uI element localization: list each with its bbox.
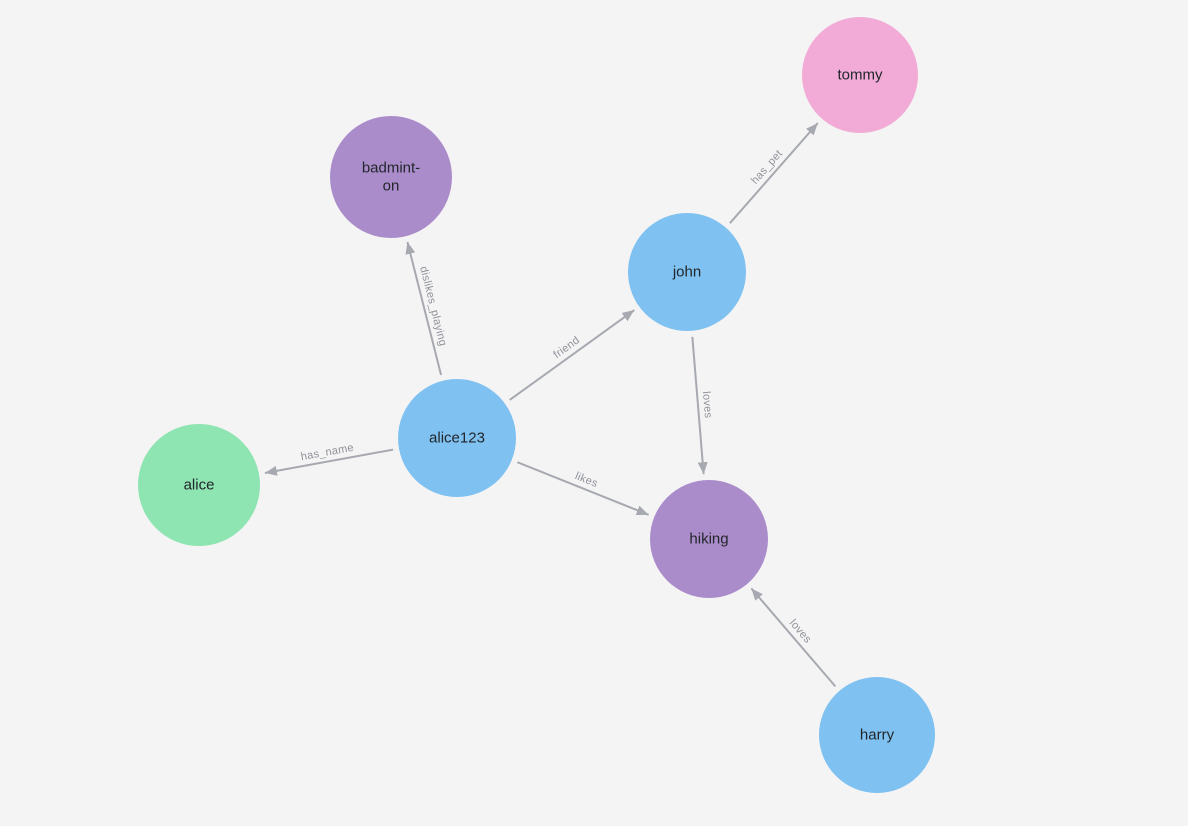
node-circle-alice[interactable] xyxy=(138,424,260,546)
graph-node-alice123[interactable]: alice123 xyxy=(398,379,516,497)
node-circle-harry[interactable] xyxy=(819,677,935,793)
edge-label-alice123-badminton[interactable]: dislikes_playing xyxy=(417,265,449,347)
edge-john-tommy[interactable] xyxy=(729,122,819,224)
graph-node-harry[interactable]: harry xyxy=(819,677,935,793)
edge-alice123-badminton[interactable] xyxy=(405,241,443,376)
node-layer: tommy badmint-on john alice123 alice hiking ha… xyxy=(138,17,935,793)
node-circle-hiking[interactable] xyxy=(650,480,768,598)
graph-node-john[interactable]: john xyxy=(628,213,746,331)
graph-node-badminton[interactable]: badmint-on xyxy=(330,116,452,238)
edge-label-harry-hiking[interactable]: loves xyxy=(787,617,814,646)
node-circle-badminton[interactable] xyxy=(330,116,452,238)
edge-label-alice123-alice[interactable]: has_name xyxy=(300,442,355,463)
edge-harry-hiking[interactable] xyxy=(750,587,837,688)
edge-john-hiking[interactable] xyxy=(691,336,708,475)
edge-alice123-john[interactable] xyxy=(509,309,635,401)
node-circle-tommy[interactable] xyxy=(802,17,918,133)
graph-node-tommy[interactable]: tommy xyxy=(802,17,918,133)
graph-node-alice[interactable]: alice xyxy=(138,424,260,546)
edge-label-john-hiking[interactable]: loves xyxy=(700,391,714,419)
edge-label-alice123-john[interactable]: friend xyxy=(551,334,582,361)
node-circle-alice123[interactable] xyxy=(398,379,516,497)
graph-node-hiking[interactable]: hiking xyxy=(650,480,768,598)
edge-alice123-alice[interactable] xyxy=(264,448,394,476)
edge-alice123-hiking[interactable] xyxy=(516,461,650,516)
node-circle-john[interactable] xyxy=(628,213,746,331)
